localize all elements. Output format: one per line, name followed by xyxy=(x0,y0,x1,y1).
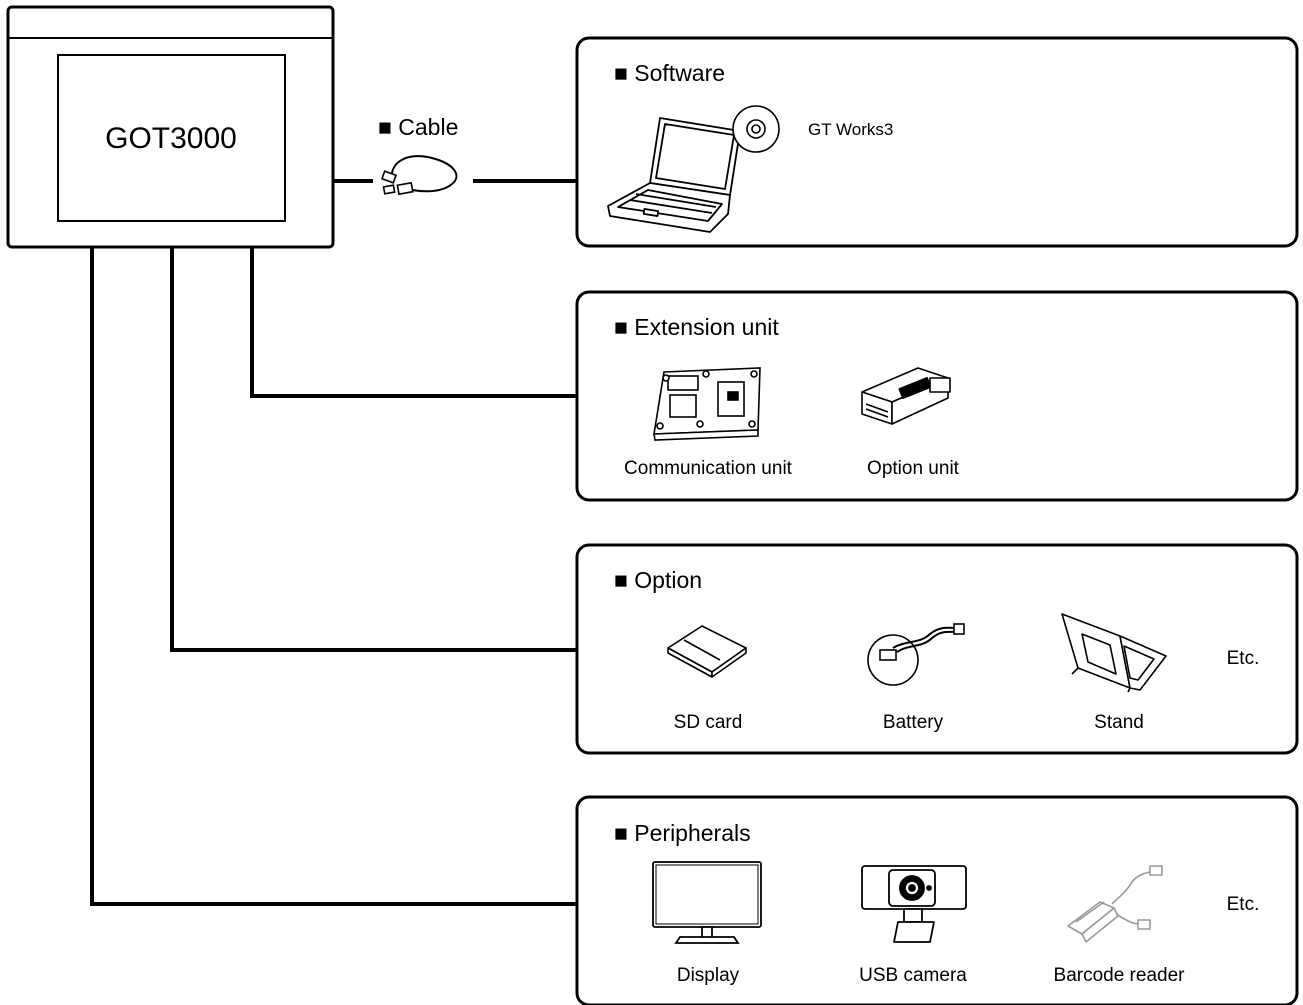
sd-card-icon xyxy=(667,625,747,678)
display-icon xyxy=(652,861,762,944)
cable-label: ■ Cable xyxy=(378,114,458,140)
connection-lines xyxy=(90,179,577,906)
option-unit-label: Option unit xyxy=(867,458,960,479)
software-item-gt-works3: GT Works3 xyxy=(808,120,893,139)
barcode-reader-icon xyxy=(1067,865,1163,943)
battery-icon xyxy=(867,623,965,686)
software-title: ■ Software xyxy=(614,60,725,86)
usb-camera-label: USB camera xyxy=(859,965,967,986)
sd-card-label: SD card xyxy=(674,712,743,733)
peripherals-etc-label: Etc. xyxy=(1227,894,1260,915)
stand-label: Stand xyxy=(1094,712,1144,733)
barcode-reader-label: Barcode reader xyxy=(1054,965,1186,986)
laptop-icon xyxy=(607,117,741,233)
option-title: ■ Option xyxy=(614,567,702,593)
stand-icon xyxy=(1061,613,1167,693)
battery-label: Battery xyxy=(883,712,944,733)
option-group: ■ Option SD card Battery Stand Etc xyxy=(575,543,1299,755)
communication-unit-label: Communication unit xyxy=(624,458,793,479)
option-unit-icon xyxy=(861,367,951,425)
device-name: GOT3000 xyxy=(105,122,237,155)
display-label: Display xyxy=(677,965,740,986)
peripherals-group: ■ Peripherals Display USB camera xyxy=(575,795,1299,1005)
cd-icon xyxy=(732,105,780,153)
usb-cable-icon xyxy=(380,155,458,196)
software-group: ■ Software GT Works3 xyxy=(575,36,1299,248)
option-etc-label: Etc. xyxy=(1227,648,1260,669)
communication-unit-icon xyxy=(653,367,761,441)
got-device: GOT3000 xyxy=(6,5,335,249)
usb-camera-icon xyxy=(861,865,967,943)
peripherals-title: ■ Peripherals xyxy=(614,820,751,846)
extension-unit-title: ■ Extension unit xyxy=(614,314,779,340)
extension-unit-group: ■ Extension unit Communication unit xyxy=(575,290,1299,502)
